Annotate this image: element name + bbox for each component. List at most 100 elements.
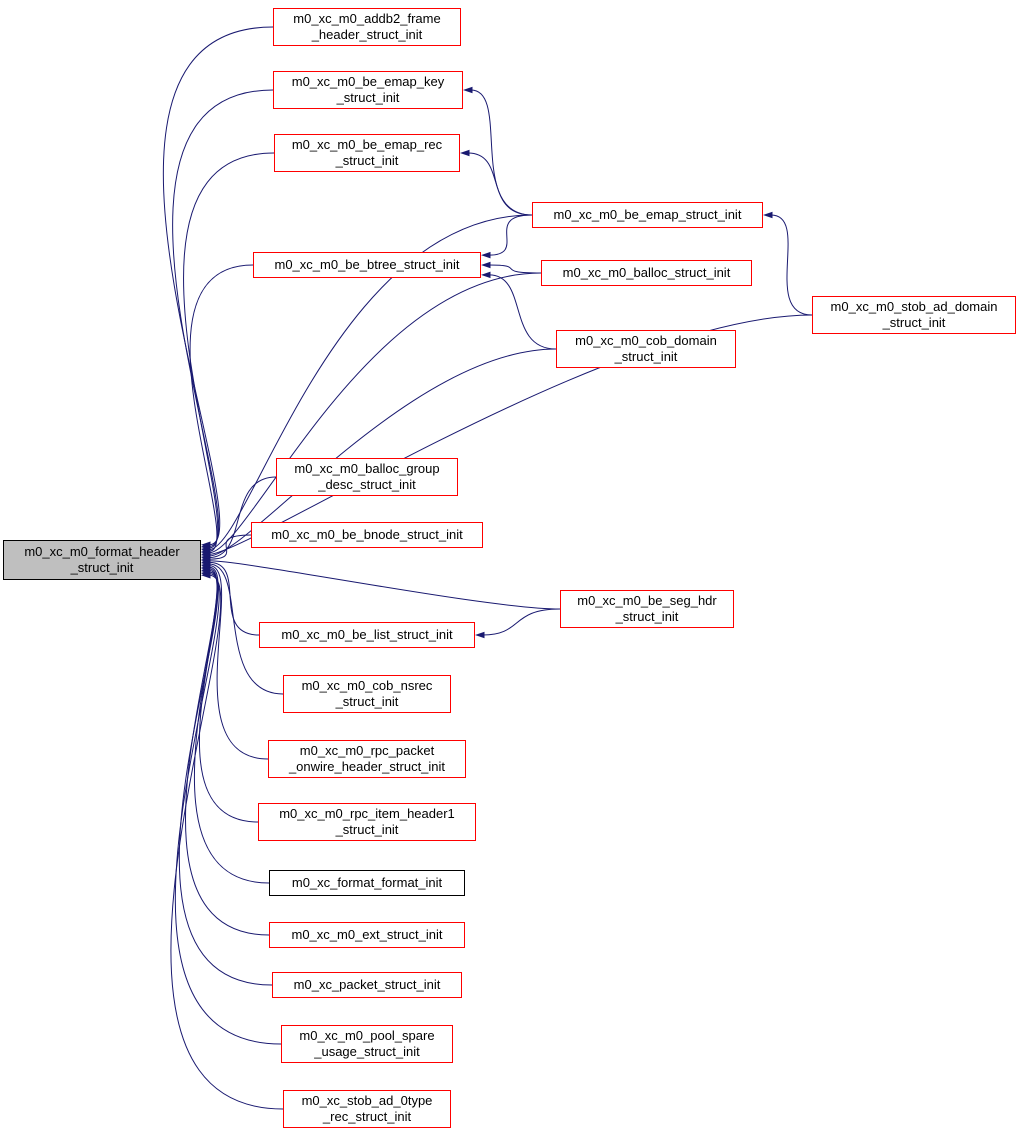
- node-be_seg_hdr[interactable]: m0_xc_m0_be_seg_hdr_struct_init: [560, 590, 734, 628]
- node-label-line: _header_struct_init: [311, 27, 423, 42]
- node-label-line: m0_xc_m0_pool_spare: [299, 1028, 435, 1043]
- edge-addb2_frame_header-to-format_header: [162, 26, 274, 546]
- edge-stob_ad_domain-to-be_emap: [770, 214, 813, 316]
- arrowhead-be_list-to-format_header: [201, 559, 211, 566]
- node-label-line: m0_xc_m0_rpc_item_header1: [279, 806, 455, 821]
- edge-be_list-to-format_header: [208, 561, 260, 636]
- node-label-line: _struct_init: [335, 694, 399, 709]
- node-label-line: m0_xc_m0_balloc_group: [294, 461, 440, 476]
- node-be_emap_key[interactable]: m0_xc_m0_be_emap_key_struct_init: [273, 71, 463, 109]
- edge-stob_ad_0type_rec-to-format_header: [170, 574, 284, 1110]
- edge-ext-to-format_header: [185, 569, 270, 936]
- arrowhead-stob_ad_domain-to-format_header: [201, 551, 211, 558]
- node-cob_domain[interactable]: m0_xc_m0_cob_domain_struct_init: [556, 330, 736, 368]
- node-label-line: m0_xc_m0_balloc_struct_init: [562, 265, 731, 280]
- edge-be_emap-to-be_emap_key: [470, 89, 533, 216]
- arrowhead-be_emap-to-be_emap_rec: [460, 149, 470, 157]
- arrowhead-cob_domain-to-format_header: [201, 552, 211, 560]
- node-label-line: _onwire_header_struct_init: [288, 759, 446, 774]
- arrowhead-packet-to-format_header: [201, 568, 211, 576]
- node-be_btree[interactable]: m0_xc_m0_be_btree_struct_init: [253, 252, 481, 278]
- node-balloc_group_desc[interactable]: m0_xc_m0_balloc_group_desc_struct_init: [276, 458, 458, 496]
- node-be_emap[interactable]: m0_xc_m0_be_emap_struct_init: [532, 202, 763, 228]
- node-label-line: m0_xc_m0_be_list_struct_init: [281, 627, 453, 642]
- node-label-line: _struct_init: [336, 90, 400, 105]
- node-label-line: m0_xc_m0_be_seg_hdr: [577, 593, 717, 608]
- arrowhead-be_emap-to-format_header: [201, 546, 211, 553]
- arrowhead-rpc_item_header1-to-format_header: [201, 563, 211, 571]
- arrowhead-be_btree-to-format_header: [201, 547, 211, 555]
- arrowhead-be_seg_hdr-to-be_list: [475, 631, 485, 639]
- arrowhead-balloc_group_desc-to-format_header: [201, 554, 211, 561]
- node-label-line: _struct_init: [70, 560, 134, 575]
- arrowhead-be_emap-to-be_btree: [481, 251, 491, 259]
- node-label-line: _struct_init: [335, 153, 399, 168]
- node-label-line: _struct_init: [614, 349, 678, 364]
- node-label-line: m0_xc_m0_cob_nsrec: [301, 678, 433, 693]
- edge-be_emap-to-be_btree: [488, 214, 533, 256]
- node-label-line: m0_xc_m0_format_header: [24, 544, 180, 559]
- node-format_header: m0_xc_m0_format_header_struct_init: [3, 540, 201, 580]
- node-be_emap_rec[interactable]: m0_xc_m0_be_emap_rec_struct_init: [274, 134, 460, 172]
- node-pool_spare_usage[interactable]: m0_xc_m0_pool_spare_usage_struct_init: [281, 1025, 453, 1063]
- edge-rpc_item_header1-to-format_header: [198, 566, 259, 823]
- node-label-line: m0_xc_m0_be_btree_struct_init: [274, 257, 460, 272]
- node-stob_ad_0type_rec[interactable]: m0_xc_stob_ad_0type_rec_struct_init: [283, 1090, 451, 1128]
- node-label-line: m0_xc_stob_ad_0type: [301, 1093, 433, 1108]
- node-label-line: m0_xc_m0_addb2_frame: [293, 11, 441, 26]
- node-rpc_packet_onwire_header[interactable]: m0_xc_m0_rpc_packet_onwire_header_struct…: [268, 740, 466, 778]
- node-label-line: m0_xc_m0_rpc_packet: [299, 743, 435, 758]
- arrowhead-be_emap-to-be_emap_key: [463, 86, 473, 94]
- arrowhead-balloc-to-format_header: [201, 549, 211, 557]
- node-label-line: m0_xc_format_format_init: [291, 875, 443, 890]
- node-label-line: _struct_init: [882, 315, 946, 330]
- arrowhead-stob_ad_domain-to-be_emap: [763, 211, 773, 219]
- node-label-line: m0_xc_m0_be_bnode_struct_init: [271, 527, 463, 542]
- node-stob_ad_domain[interactable]: m0_xc_m0_stob_ad_domain_struct_init: [812, 296, 1016, 334]
- edge-be_seg_hdr-to-be_list: [482, 608, 561, 636]
- edge-balloc-to-format_header: [208, 272, 542, 554]
- arrowhead-be_bnode-to-format_header: [201, 555, 211, 563]
- arrowhead-be_emap_rec-to-format_header: [201, 544, 211, 552]
- node-label-line: _struct_init: [615, 609, 679, 624]
- node-packet[interactable]: m0_xc_packet_struct_init: [272, 972, 462, 998]
- node-be_bnode[interactable]: m0_xc_m0_be_bnode_struct_init: [251, 522, 483, 548]
- edge-be_btree-to-format_header: [189, 264, 254, 552]
- node-label-line: m0_xc_m0_be_emap_key: [291, 74, 445, 89]
- edge-be_emap-to-be_emap_rec: [467, 152, 533, 216]
- node-label-line: _usage_struct_init: [314, 1044, 420, 1059]
- arrowhead-be_emap_key-to-format_header: [201, 543, 211, 550]
- arrowhead-stob_ad_0type_rec-to-format_header: [201, 571, 211, 579]
- node-label-line: _desc_struct_init: [318, 477, 416, 492]
- edge-balloc-to-be_btree: [488, 264, 542, 274]
- edge-be_bnode-to-format_header: [208, 534, 252, 560]
- node-addb2_frame_header[interactable]: m0_xc_m0_addb2_frame_header_struct_init: [273, 8, 461, 46]
- arrowhead-rpc_packet_onwire_header-to-format_header: [201, 562, 211, 569]
- node-format_format_init[interactable]: m0_xc_format_format_init: [269, 870, 465, 896]
- edge-rpc_packet_onwire_header-to-format_header: [208, 565, 269, 760]
- arrowhead-balloc-to-be_btree: [481, 261, 491, 269]
- node-be_list[interactable]: m0_xc_m0_be_list_struct_init: [259, 622, 475, 648]
- node-label-line: m0_xc_m0_ext_struct_init: [291, 927, 443, 942]
- arrowhead-ext-to-format_header: [201, 567, 211, 574]
- arrowhead-be_seg_hdr-to-format_header: [201, 557, 211, 565]
- node-label-line: m0_xc_m0_stob_ad_domain: [830, 299, 998, 314]
- arrowhead-addb2_frame_header-to-format_header: [201, 541, 211, 549]
- node-label-line: _rec_struct_init: [322, 1109, 412, 1124]
- node-label-line: m0_xc_m0_be_emap_struct_init: [553, 207, 742, 222]
- edge-be_emap_rec-to-format_header: [183, 152, 275, 549]
- node-cob_nsrec[interactable]: m0_xc_m0_cob_nsrec_struct_init: [283, 675, 451, 713]
- arrowhead-pool_spare_usage-to-format_header: [201, 570, 211, 577]
- edge-be_emap_key-to-format_header: [172, 89, 274, 547]
- node-label-line: m0_xc_m0_cob_domain: [575, 333, 717, 348]
- node-ext[interactable]: m0_xc_m0_ext_struct_init: [269, 922, 465, 948]
- node-rpc_item_header1[interactable]: m0_xc_m0_rpc_item_header1_struct_init: [258, 803, 476, 841]
- edge-be_seg_hdr-to-format_header: [208, 560, 561, 610]
- node-label-line: m0_xc_packet_struct_init: [293, 977, 441, 992]
- arrowhead-format_format_init-to-format_header: [201, 565, 211, 573]
- node-balloc[interactable]: m0_xc_m0_balloc_struct_init: [541, 260, 752, 286]
- node-label-line: _struct_init: [335, 822, 399, 837]
- arrowhead-cob_nsrec-to-format_header: [201, 560, 211, 568]
- node-label-line: m0_xc_m0_be_emap_rec: [291, 137, 443, 152]
